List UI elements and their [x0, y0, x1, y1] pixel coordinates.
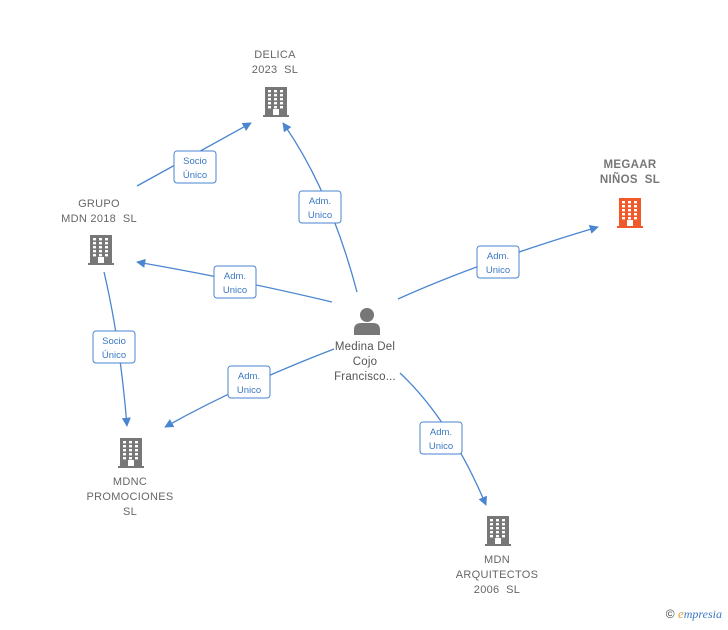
grupo-label[interactable]: GRUPO MDN 2018 SL [61, 198, 137, 225]
mdnc-label[interactable]: MDNC PROMOCIONES SL [86, 476, 174, 518]
edge-label-line: Socio [102, 336, 126, 347]
edge-label-person-to-mdnc: Adm. Unico [227, 365, 271, 399]
arquitectos-label[interactable]: MDN ARQUITECTOS 2006 SL [455, 554, 539, 596]
delica-label[interactable]: DELICA 2023 SL [251, 49, 299, 76]
person-label[interactable]: Medina Del Cojo Francisco... [334, 341, 396, 383]
megaar-building-icon[interactable] [616, 195, 644, 234]
edge-label-line: Unico [308, 210, 332, 221]
footer-brand: © empresia [666, 606, 722, 622]
edge-label-line: Unico [223, 285, 247, 296]
delica-building-icon[interactable] [262, 84, 290, 123]
edge-label-line: Adm. [224, 271, 246, 282]
edge-label-person-to-arquitectos: Adm. Unico [419, 421, 463, 455]
edge-label-line: Adm. [430, 427, 452, 438]
megaar-label[interactable]: MEGAAR NIÑOS SL [599, 159, 661, 186]
edge-label-line: Único [102, 350, 126, 361]
brand-initial: e [677, 606, 684, 621]
edge-label-line: Único [183, 170, 207, 181]
arquitectos-building-icon[interactable] [484, 513, 512, 552]
grupo-building-icon[interactable] [87, 232, 115, 271]
edge-label-line: Unico [486, 265, 510, 276]
edge-label-line: Adm. [238, 371, 260, 382]
brand-name: mpresia [683, 607, 722, 621]
edge-label-person-to-delica: Adm. Unico [298, 190, 342, 224]
edge-label-line: Unico [237, 385, 261, 396]
edge-label-line: Unico [429, 441, 453, 452]
mdnc-building-icon[interactable] [117, 435, 145, 474]
copyright-symbol: © [665, 607, 675, 621]
edge-label-line: Adm. [309, 196, 331, 207]
edge-label-line: Socio [183, 156, 207, 167]
edge-label-person-to-grupo: Adm. Unico [213, 265, 257, 299]
person-icon[interactable] [352, 306, 382, 341]
edge-label-line: Adm. [487, 251, 509, 262]
edge-label-person-to-megaar: Adm. Unico [476, 245, 520, 279]
